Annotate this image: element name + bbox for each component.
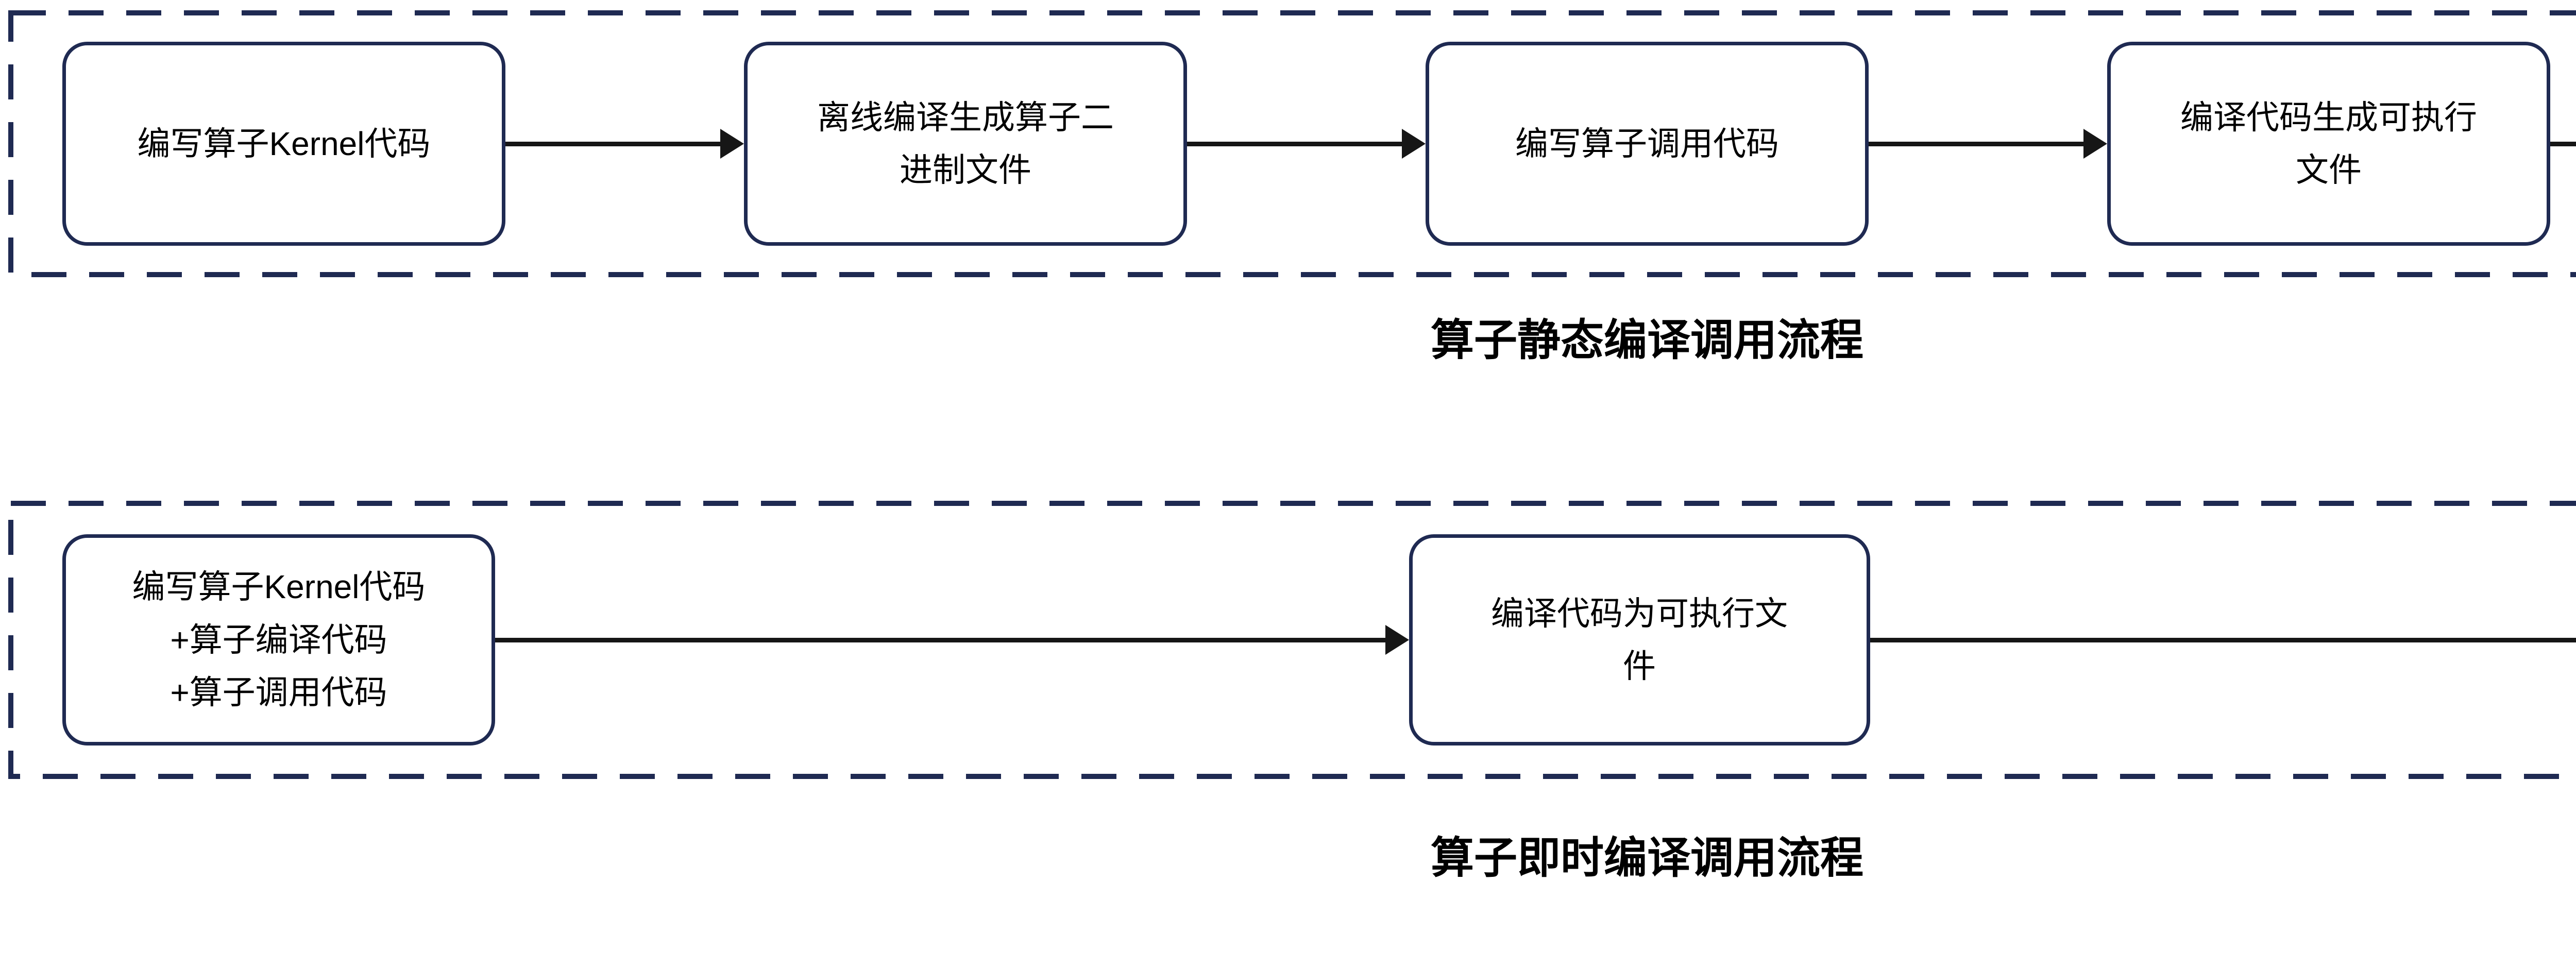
flow-arrow [505,129,744,159]
dashed-border-rect [8,10,2576,277]
arrow-head-icon [720,129,744,159]
flow-arrow [1870,625,2576,655]
arrow-head-icon [2083,129,2107,159]
flow-arrow [2550,129,2576,159]
arrow-line [1870,637,2576,642]
flow-arrow [1869,129,2107,159]
static-flow-title: 算子静态编译调用流程 [1430,316,1863,364]
jit-flow-title: 算子即时编译调用流程 [1430,834,1863,882]
static-flow-container: 编写算子Kernel代码 离线编译生成算子二 进制文件 编写算子调用代码 [8,10,2576,277]
jit-flow-row: 编写算子Kernel代码 +算子编译代码 +算子调用代码 编译代码为可执行文 件… [8,501,2576,779]
step-box-label: 编译代码生成可执行 文件 [2180,98,2477,189]
static-flow-row: 编写算子Kernel代码 离线编译生成算子二 进制文件 编写算子调用代码 [8,10,2576,277]
arrow-line [1187,141,1402,146]
step-box-write-invoke-code: 编写算子调用代码 [1426,42,1869,246]
step-box-compile-executable: 编译代码生成可执行 文件 [2107,42,2550,246]
dashed-border [8,10,2576,277]
arrow-line [2550,141,2576,146]
dashed-border [8,501,2576,779]
step-box-label: 编写算子Kernel代码 [137,125,431,162]
arrow-line [1869,141,2083,146]
step-box-label: 编写算子Kernel代码 +算子编译代码 +算子调用代码 [132,568,426,711]
step-box-label: 编译代码为可执行文 件 [1491,595,1788,685]
step-box-label: 离线编译生成算子二 进制文件 [817,98,1114,189]
step-box-label: 编写算子调用代码 [1515,125,1779,162]
step-box-write-kernel-code: 编写算子Kernel代码 [62,42,505,246]
step-box-offline-compile-binary: 离线编译生成算子二 进制文件 [744,42,1187,246]
step-box-compile-code-executable: 编译代码为可执行文 件 [1409,534,1870,745]
flow-arrow [495,625,1409,655]
flow-arrow [1187,129,1426,159]
arrow-head-icon [1402,129,1426,159]
step-box-write-all-code: 编写算子Kernel代码 +算子编译代码 +算子调用代码 [62,534,495,745]
jit-flow-container: 编写算子Kernel代码 +算子编译代码 +算子调用代码 编译代码为可执行文 件… [8,501,2576,779]
dashed-border-rect [8,501,2576,779]
arrow-line [495,637,1385,642]
arrow-head-icon [1385,625,1409,655]
arrow-line [505,141,720,146]
